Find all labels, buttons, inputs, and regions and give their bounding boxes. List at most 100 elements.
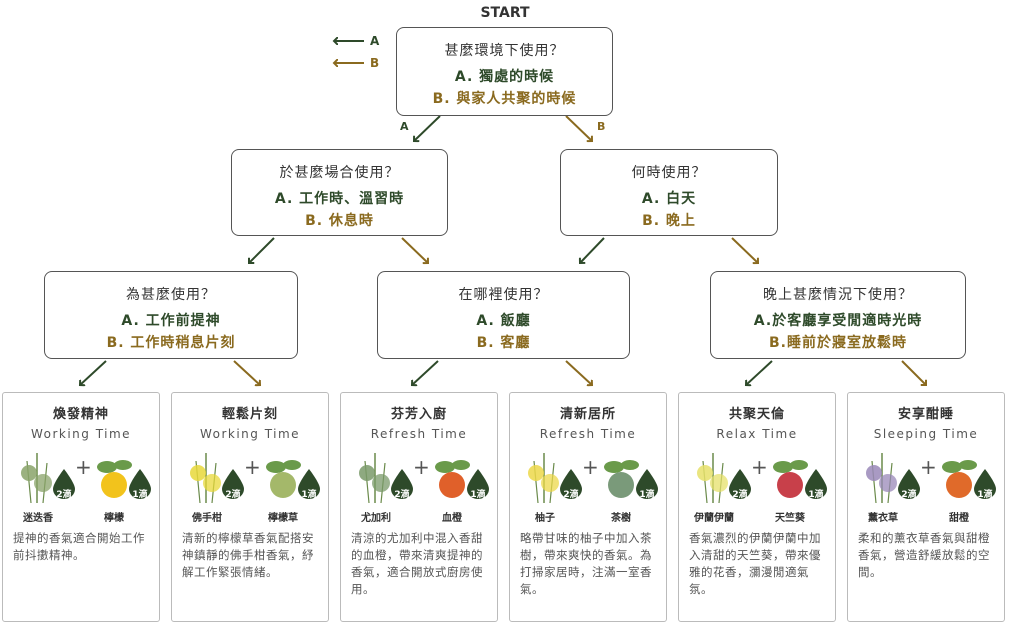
plant-name-2: 茶樹 [611,513,631,524]
drop-count-2: 1滴 [132,490,148,500]
plant-name-1: 柚子 [535,513,555,524]
question-text: 在哪裡使用？ [458,287,549,303]
question-l1a: 於甚麼場合使用？ A. 工作時、溫習時 B. 休息時 [231,149,448,236]
drop-icon [298,469,320,499]
card-title: 煥發精神 [52,407,109,422]
drop-icon [467,469,489,499]
card-subtitle: Working Time [30,427,132,441]
drop-count-2: 1滴 [977,490,993,500]
plant-name-1: 薰衣草 [868,513,898,524]
plant-illustration-2 [773,460,808,498]
plant-illustration-1 [190,453,221,504]
question-root: 甚麼環境下使用？ A. 獨處的時候 B. 與家人共聚的時候 [396,27,613,116]
question-text: 於甚麼場合使用？ [279,165,400,181]
option-b: B. 與家人共聚的時候 [432,91,577,107]
drop-icon [222,469,244,499]
question-l2c: 晚上甚麼情況下使用？ A.於客廳享受閒適時光時 B.睡前於寢室放鬆時 [710,271,966,359]
option-a: A. 工作時、溫習時 [274,191,405,207]
arrow-l1a-a [249,237,275,263]
plant-name-1: 伊蘭伊蘭 [694,513,734,524]
drop-icon [729,469,751,499]
branch-label-b: B [597,120,606,133]
arrow-l1a-b [401,237,428,263]
arrow-l2c-a [746,360,773,385]
card-subtitle: Relax Time [716,427,798,441]
card-description: 提神的香氣適合開始工作前抖擻精神。 [13,531,145,562]
plant-illustration-2 [97,460,132,498]
question-l2b: 在哪裡使用？ A. 飯廳 B. 客廳 [377,271,630,359]
plant-name-2: 檸檬 [104,513,124,524]
option-a: A. 飯廳 [476,313,531,329]
drop-icon [391,469,413,499]
drop-icon [53,469,75,499]
drop-count-2: 1滴 [639,490,655,500]
plant-illustration-1 [359,453,390,504]
arrow-l2a-a [80,360,107,385]
option-a: A. 工作前提神 [121,313,221,329]
plant-illustration-1 [528,453,559,504]
drop-count-1: 2滴 [563,490,579,500]
card-subtitle: Working Time [199,427,301,441]
question-l2a: 為甚麼使用？ A. 工作前提神 B. 工作時稍息片刻 [44,271,298,359]
drop-count-2: 1滴 [301,490,317,500]
card-description: 清新的檸檬草香氣配搭安神鎮靜的佛手柑香氣，紓解工作緊張情緒。 [182,531,314,579]
card-description: 香氣濃烈的伊蘭伊蘭中加入清甜的天竺葵，帶來優雅的花香，瀰漫閒適氣氛。 [689,531,821,596]
card-description: 清涼的尤加利中混入香甜的血橙，帶來清爽提神的香氣，適合開放式廚房使用。 [351,531,483,596]
drop-count-1: 2滴 [56,490,72,500]
option-a: A.於客廳享受閒適時光時 [753,313,923,329]
recipe-card: 共聚天倫 Relax Time 2滴 +1滴伊蘭伊蘭 天竺葵香氣濃烈的伊蘭伊蘭中加入清甜… [678,392,836,622]
option-b: B. 工作時稍息片刻 [106,335,236,351]
arrow-l2c-b [901,360,926,385]
plant-illustration-1 [697,453,728,504]
plant-illustration-2 [604,460,639,498]
card-title: 共聚天倫 [728,407,785,422]
drop-count-1: 2滴 [732,490,748,500]
option-a: A. 獨處的時候 [454,69,555,85]
plant-illustration-1 [21,453,52,504]
legend-label-a: A [370,34,380,48]
option-b: B. 休息時 [305,213,374,229]
card-description: 略帶甘味的柚子中加入茶樹，帶來爽快的香氣。為打掃家居時，注滿一室香氣。 [520,531,652,596]
option-a: A. 白天 [641,191,697,207]
question-text: 甚麼環境下使用？ [444,43,565,59]
start-label: START [480,5,530,21]
drop-icon [129,469,151,499]
plant-illustration-2 [266,460,301,498]
plant-name-1: 佛手柑 [192,513,222,524]
card-description: 柔和的薰衣草香氣與甜橙香氣，營造舒緩放鬆的空間。 [858,531,990,579]
plant-name-2: 天竺葵 [775,513,805,524]
drop-icon [636,469,658,499]
drop-count-1: 2滴 [394,490,410,500]
plus-icon: + [920,455,937,479]
plus-icon: + [413,455,430,479]
card-subtitle: Sleeping Time [873,427,979,441]
branch-label-a: A [400,120,409,133]
arrow-l1b-a [580,237,605,263]
arrow-l2b-b [565,360,592,385]
drop-icon [560,469,582,499]
legend-label-b: B [370,56,380,70]
plant-illustration-2 [435,460,470,498]
plant-illustration-2 [942,460,977,498]
question-l1b: 何時使用？ A. 白天 B. 晚上 [560,149,778,236]
drop-count-2: 1滴 [470,490,486,500]
card-subtitle: Refresh Time [539,427,637,441]
plant-name-1: 尤加利 [361,513,391,524]
arrow-root-b [565,115,592,141]
card-title: 芬芳入廚 [390,407,447,422]
drop-count-2: 1滴 [808,490,824,500]
drop-icon [974,469,996,499]
option-b: B. 客廳 [476,335,531,351]
card-title: 安享酣睡 [897,407,954,422]
plant-name-2: 檸檬草 [268,513,298,524]
plant-illustration-1 [866,453,897,504]
drop-icon [805,469,827,499]
card-title: 清新居所 [559,407,616,422]
plus-icon: + [582,455,599,479]
plus-icon: + [751,455,768,479]
drop-count-1: 2滴 [901,490,917,500]
option-b: B.睡前於寢室放鬆時 [769,335,907,351]
